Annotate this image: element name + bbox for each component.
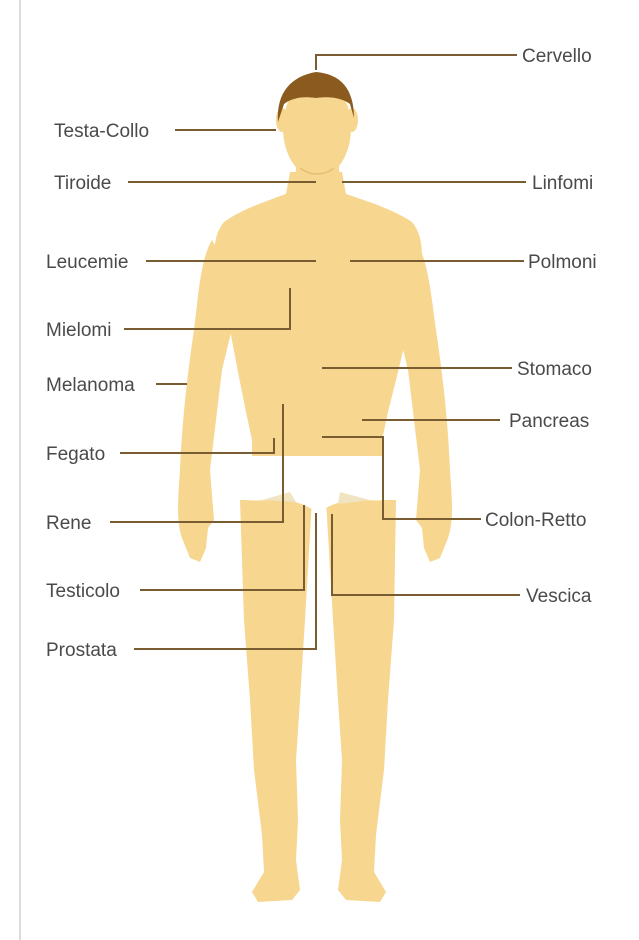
label-polmoni[interactable]: Polmoni bbox=[528, 252, 597, 273]
label-stomaco[interactable]: Stomaco bbox=[517, 359, 592, 380]
label-melanoma[interactable]: Melanoma bbox=[46, 375, 135, 396]
label-cervello[interactable]: Cervello bbox=[522, 46, 592, 67]
label-fegato[interactable]: Fegato bbox=[46, 444, 105, 465]
label-mielomi[interactable]: Mielomi bbox=[46, 320, 111, 341]
label-testa-collo[interactable]: Testa-Collo bbox=[54, 121, 149, 142]
leader-cervello bbox=[316, 55, 517, 70]
right-leg bbox=[326, 500, 396, 902]
human-figure bbox=[178, 72, 452, 902]
label-tiroide[interactable]: Tiroide bbox=[54, 173, 111, 194]
label-leucemie[interactable]: Leucemie bbox=[46, 252, 128, 273]
label-linfomi[interactable]: Linfomi bbox=[532, 173, 593, 194]
label-prostata[interactable]: Prostata bbox=[46, 640, 117, 661]
left-ear bbox=[276, 108, 288, 132]
label-vescica[interactable]: Vescica bbox=[526, 586, 592, 607]
right-ear bbox=[346, 108, 358, 132]
torso bbox=[214, 172, 422, 462]
label-pancreas[interactable]: Pancreas bbox=[509, 411, 589, 432]
label-colon-retto[interactable]: Colon-Retto bbox=[485, 510, 586, 531]
left-leg bbox=[240, 500, 312, 902]
label-rene[interactable]: Rene bbox=[46, 513, 91, 534]
label-testicolo[interactable]: Testicolo bbox=[46, 581, 120, 602]
